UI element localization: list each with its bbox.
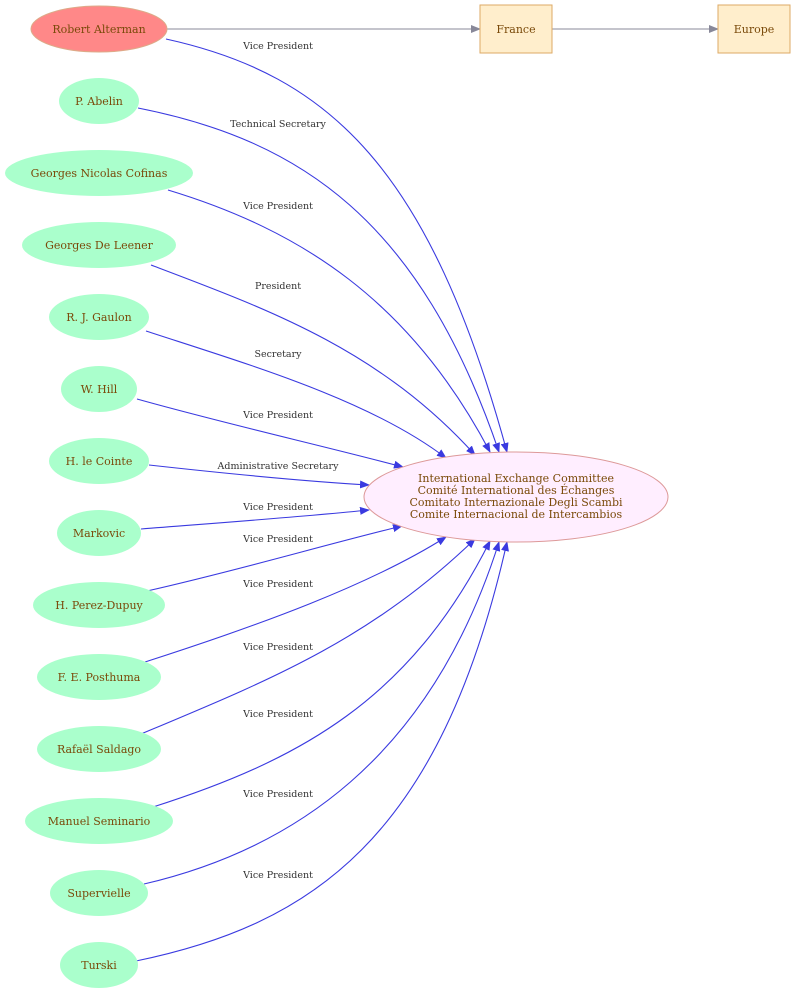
node-label: R. J. Gaulon <box>66 311 131 324</box>
edge-supervielle <box>143 541 501 885</box>
edge-label-h-perez-dupuy: Vice President <box>242 534 313 545</box>
node-label: W. Hill <box>81 383 118 396</box>
node-label: Turski <box>81 959 117 972</box>
node-p-abelin[interactable]: P. Abelin <box>59 78 139 124</box>
node-markovic[interactable]: Markovic <box>57 510 141 556</box>
edge-label-r-j-gaulon: Secretary <box>254 349 302 360</box>
edge-p-abelin <box>137 107 500 453</box>
node-label: H. le Cointe <box>66 455 133 468</box>
edge-manuel-seminario <box>152 540 491 808</box>
node-manuel-seminario[interactable]: Manuel Seminario <box>25 798 173 844</box>
node-international-exchange-committee[interactable]: International Exchange Committee Comité … <box>363 451 669 543</box>
org-label-line-3: Comitato Internazionale Degli Scambi <box>409 496 622 509</box>
person-nodes: Robert Alterman P. Abelin Georges Nicola… <box>5 5 193 988</box>
node-rafael-saldago[interactable]: Rafaël Saldago <box>37 726 161 772</box>
edge-label-georges-de-leener: President <box>255 281 301 292</box>
edge-markovic <box>140 506 370 530</box>
edge-f-e-posthuma <box>144 536 447 663</box>
node-label: F. E. Posthuma <box>58 671 141 684</box>
edge-label-f-e-posthuma: Vice President <box>242 579 313 590</box>
node-label: Europe <box>734 23 775 36</box>
edge-h-perez-dupuy <box>146 524 403 592</box>
edge-h-le-cointe <box>148 464 370 489</box>
place-nodes: France Europe <box>479 4 791 54</box>
node-h-le-cointe[interactable]: H. le Cointe <box>49 438 149 484</box>
edge-turski <box>135 541 509 962</box>
org-label-line-1: International Exchange Committee <box>418 472 614 485</box>
node-label: Georges De Leener <box>45 239 154 252</box>
edge-rafael-saldago <box>140 538 476 735</box>
node-r-j-gaulon[interactable]: R. J. Gaulon <box>49 294 149 340</box>
node-france[interactable]: France <box>479 4 553 54</box>
node-georges-de-leener[interactable]: Georges De Leener <box>22 222 176 268</box>
org-label-line-4: Comite Internacional de Intercambios <box>410 508 623 521</box>
edge-georges-nicolas-cofinas <box>167 189 491 453</box>
edge-label-robert-alterman: Vice President <box>242 41 313 52</box>
node-supervielle[interactable]: Supervielle <box>50 870 148 916</box>
edge-label-rafael-saldago: Vice President <box>242 642 313 653</box>
node-h-perez-dupuy[interactable]: H. Perez-Dupuy <box>33 582 165 628</box>
node-georges-nicolas-cofinas[interactable]: Georges Nicolas Cofinas <box>5 150 193 196</box>
edge-label-georges-nicolas-cofinas: Vice President <box>242 201 313 212</box>
node-turski[interactable]: Turski <box>60 942 138 988</box>
edge-georges-de-leener <box>150 264 476 456</box>
node-europe[interactable]: Europe <box>717 4 791 54</box>
node-f-e-posthuma[interactable]: F. E. Posthuma <box>37 654 161 700</box>
node-label: Supervielle <box>67 887 130 900</box>
edge-label-h-le-cointe: Administrative Secretary <box>217 461 340 472</box>
node-label: P. Abelin <box>75 95 123 108</box>
node-label: Markovic <box>73 527 125 540</box>
edge-label-p-abelin: Technical Secretary <box>230 119 326 130</box>
node-label: Manuel Seminario <box>48 815 151 828</box>
edge-labels: Vice President Technical Secretary Vice … <box>217 41 340 881</box>
node-label: Rafaël Saldago <box>57 743 141 756</box>
edge-robert-alterman <box>165 38 509 453</box>
edge-r-j-gaulon <box>145 330 447 459</box>
node-robert-alterman[interactable]: Robert Alterman <box>30 5 168 53</box>
role-edges <box>135 38 509 962</box>
org-label-line-2: Comité International des Échanges <box>418 483 615 497</box>
node-label: H. Perez-Dupuy <box>55 599 143 612</box>
node-w-hill[interactable]: W. Hill <box>61 366 137 412</box>
node-label: Georges Nicolas Cofinas <box>31 167 168 180</box>
edge-label-turski: Vice President <box>242 870 313 881</box>
edge-label-manuel-seminario: Vice President <box>242 709 313 720</box>
node-label: France <box>496 23 535 36</box>
edge-label-markovic: Vice President <box>242 502 313 513</box>
edge-w-hill <box>136 398 404 469</box>
edge-label-supervielle: Vice President <box>242 789 313 800</box>
node-label: Robert Alterman <box>52 23 145 36</box>
edge-label-w-hill: Vice President <box>242 410 313 421</box>
